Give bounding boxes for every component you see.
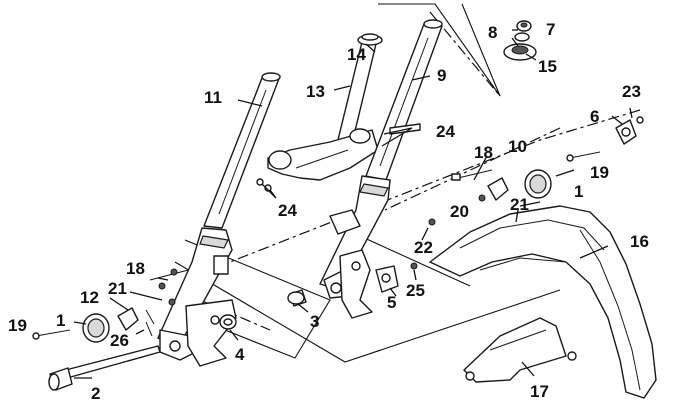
callout-20: 20: [450, 202, 469, 221]
callout-leaders: [73, 29, 633, 379]
callout-17: 17: [530, 382, 549, 401]
callout-14: 14: [347, 45, 366, 64]
steering-stem: [267, 33, 383, 181]
left-reflector-cap: [82, 313, 110, 343]
right-reflector-cap: [524, 169, 552, 199]
callout-1-right: 1: [574, 182, 583, 201]
callout-3: 3: [310, 312, 319, 331]
callout-24-top: 24: [436, 122, 455, 141]
wheel-axle: [48, 345, 161, 391]
mudguard-bracket: [463, 317, 577, 383]
callout-5: 5: [387, 293, 396, 312]
callout-6: 6: [590, 107, 599, 126]
callout-21-left: 21: [108, 279, 127, 298]
spacer-4: [219, 314, 237, 330]
callout-19-right: 19: [590, 163, 609, 182]
callout-18-left: 18: [126, 259, 145, 278]
fasteners: [32, 116, 644, 340]
callout-10: 10: [508, 137, 527, 156]
callout-15: 15: [538, 57, 557, 76]
callout-21-right: 21: [510, 195, 529, 214]
caliper-part-5: [375, 265, 399, 293]
callout-9: 9: [437, 66, 446, 85]
callout-11: 11: [204, 88, 222, 107]
callout-23: 23: [622, 82, 641, 101]
callout-25: 25: [406, 281, 425, 300]
callout-26: 26: [110, 331, 129, 350]
spacer-3: [287, 289, 307, 307]
callout-4: 4: [235, 345, 245, 364]
callout-22: 22: [414, 238, 433, 257]
callout-12: 12: [80, 288, 99, 307]
callout-2: 2: [91, 384, 100, 403]
right-fork-leg: [319, 175, 391, 319]
bracket-12: [117, 307, 139, 331]
callout-8: 8: [488, 23, 497, 42]
callout-labels: 1 1 2 3 4 5 6 7 8 9 10 11 12 13 14 15 16…: [8, 20, 649, 403]
bracket-10: [487, 177, 509, 201]
left-fork-tube: [203, 72, 281, 229]
callout-24-bottom: 24: [278, 201, 297, 220]
headset-parts: [503, 20, 537, 61]
callout-18-right: 18: [474, 143, 493, 162]
bracket-6: [615, 119, 637, 145]
callout-19-left: 19: [8, 316, 27, 335]
callout-13: 13: [306, 82, 325, 101]
callout-16: 16: [630, 232, 649, 251]
left-fork-leg: [157, 227, 237, 367]
callout-1-left: 1: [56, 311, 65, 330]
front-mudguard: [429, 205, 657, 399]
callout-7: 7: [546, 20, 555, 39]
